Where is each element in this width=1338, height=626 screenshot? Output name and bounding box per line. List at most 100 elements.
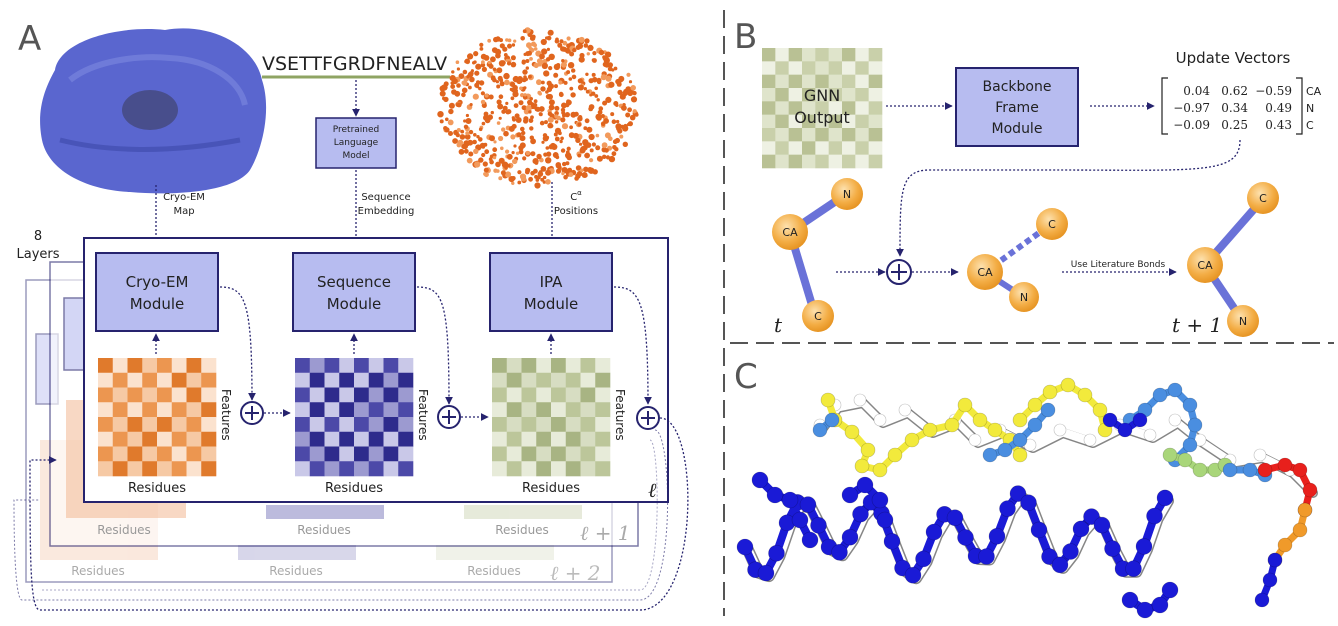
ca-point [554, 114, 559, 119]
heatmap-cell [383, 358, 399, 374]
ca-point [578, 115, 583, 120]
ca-point [516, 132, 522, 138]
heatmap-cell [762, 74, 776, 89]
ca-point [602, 55, 606, 59]
ca-point [617, 89, 623, 95]
ca-point [597, 109, 603, 115]
ca-point [591, 91, 596, 96]
ca-point [539, 120, 545, 126]
ca-point [531, 41, 536, 47]
ca-point [534, 182, 541, 189]
ca-point [490, 110, 494, 115]
ca-point [498, 135, 504, 142]
atom-n-t1 [1227, 305, 1259, 337]
ca-point [561, 61, 567, 68]
ca-point [569, 51, 575, 57]
heatmap-cell [98, 402, 114, 418]
chain-atom [1187, 417, 1203, 433]
chain-atom [1104, 540, 1121, 557]
ca-point [503, 72, 510, 80]
heatmap-cell [521, 372, 537, 388]
ca-point [598, 49, 605, 56]
ca-point [476, 135, 480, 139]
heatmap-cell [383, 461, 399, 477]
ca-point [505, 109, 511, 115]
heatmap-cell [186, 461, 202, 477]
ca-point [568, 77, 573, 81]
ca-point [513, 103, 519, 108]
heatmap-cell [492, 402, 508, 418]
ca-point [545, 146, 550, 150]
ca-point [525, 66, 529, 70]
heatmap-cell [142, 417, 158, 433]
ca-point [596, 115, 602, 121]
ca-point [605, 96, 612, 103]
heatmap-cell [855, 101, 869, 115]
layer-l1-residues-3: Residues [495, 523, 549, 537]
ca-point [513, 144, 517, 148]
heatmap-cell [828, 101, 843, 115]
heatmap-cell [842, 114, 856, 129]
ca-point [450, 81, 455, 85]
ca-point [442, 96, 446, 101]
ca-point [463, 148, 469, 154]
heatmap-cell [201, 402, 217, 418]
layer-l2-residues-1: Residues [71, 564, 125, 578]
chain-atom [854, 458, 870, 474]
ca-point [496, 67, 503, 74]
ca-point [611, 151, 617, 157]
ca-point [500, 170, 506, 176]
chain-atom [978, 548, 995, 565]
heatmap-cell [98, 446, 114, 462]
chain-atom [852, 505, 869, 523]
matrix-cell: 0.62 [1221, 84, 1248, 98]
ca-point [448, 131, 453, 136]
chain-atom [1077, 387, 1093, 403]
heatmap-cell [842, 61, 856, 75]
ca-point [528, 176, 533, 182]
panel-a-label: A [18, 19, 41, 59]
heatmap-cell [536, 372, 552, 388]
chain-atom [1254, 592, 1270, 608]
ca-point [554, 120, 559, 124]
ca-point [521, 105, 527, 111]
chain-atom [856, 476, 874, 494]
heatmap-cell [324, 431, 340, 447]
heatmap-cell [762, 61, 776, 75]
ca-point [553, 63, 561, 71]
heatmap-cell [536, 431, 552, 447]
ca-point [583, 87, 587, 91]
ca-point [577, 84, 584, 91]
heatmap-cell [201, 358, 217, 374]
ca-point [554, 105, 560, 111]
ca-point [468, 129, 474, 135]
ca-point [608, 155, 616, 163]
ca-point [529, 126, 534, 131]
bfm-label-2: Frame [995, 100, 1039, 116]
heatmap-cell [383, 446, 399, 462]
chain-atom [925, 523, 943, 541]
ca-point [510, 134, 516, 140]
features-label-1: Features [219, 389, 233, 441]
heatmap-cell [383, 387, 399, 403]
svg-text:CA: CA [977, 266, 993, 279]
ca-point [488, 157, 493, 162]
ca-point [566, 36, 571, 41]
ca-point [580, 168, 584, 173]
heatmap-cell [142, 358, 158, 374]
heatmap-cell [506, 372, 522, 388]
chain-atom [1083, 433, 1097, 447]
ca-point [632, 109, 637, 114]
ca-point [465, 118, 472, 124]
matrix-cell: 0.43 [1265, 118, 1292, 132]
heatmap-cell [788, 61, 803, 75]
heatmap-cell [828, 128, 843, 142]
chain-atom [1267, 552, 1283, 568]
heatmap-cell [788, 88, 803, 102]
heatmap-cell [842, 101, 856, 115]
chain-atom [1012, 412, 1028, 428]
ca-point [544, 120, 548, 125]
matrix-cell: 0.34 [1221, 101, 1248, 115]
ca-point [479, 47, 484, 51]
heatmap-cell [324, 387, 340, 403]
